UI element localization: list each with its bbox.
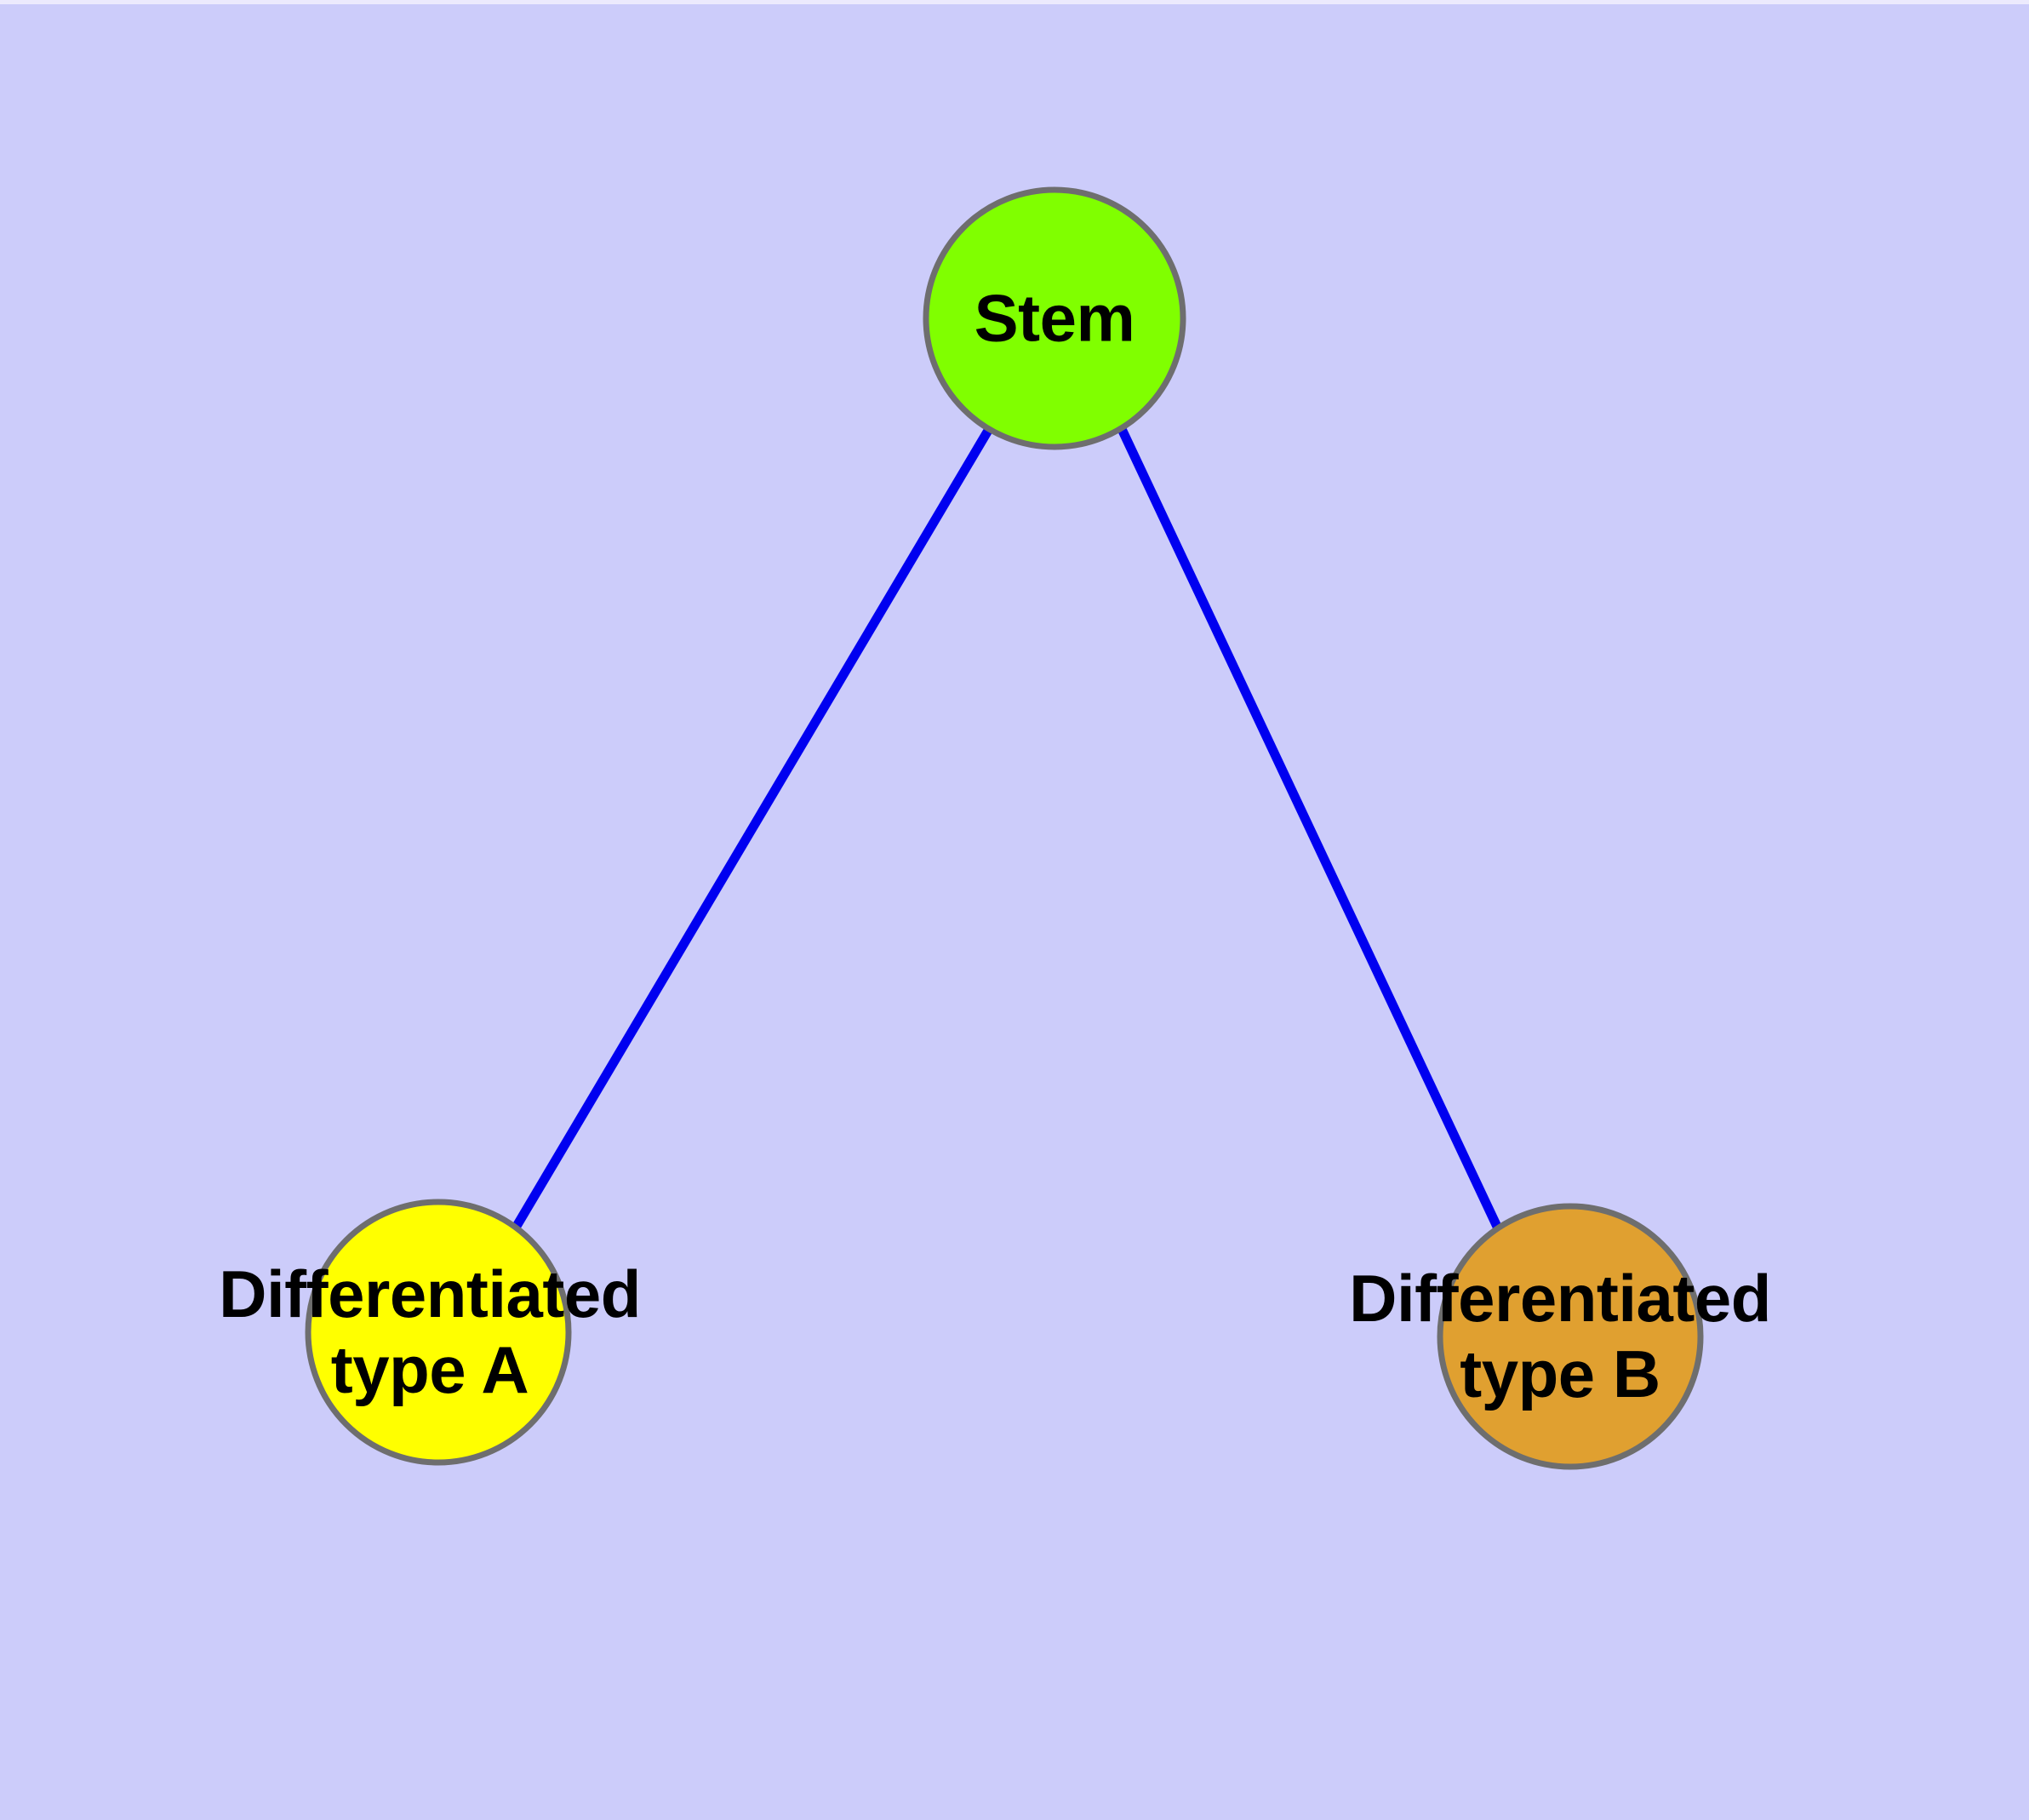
edge-stem-to-diff-b[interactable]	[1117, 426, 1502, 1231]
top-edge-band	[0, 0, 2029, 4]
edge-layer	[512, 426, 1502, 1231]
node-stem-circle[interactable]	[923, 186, 1186, 450]
node-diff-a-circle[interactable]	[305, 1199, 572, 1466]
node-diff-b-circle[interactable]	[1437, 1203, 1704, 1470]
edge-stem-to-diff-a[interactable]	[512, 426, 993, 1230]
node-layer	[305, 186, 1704, 1470]
